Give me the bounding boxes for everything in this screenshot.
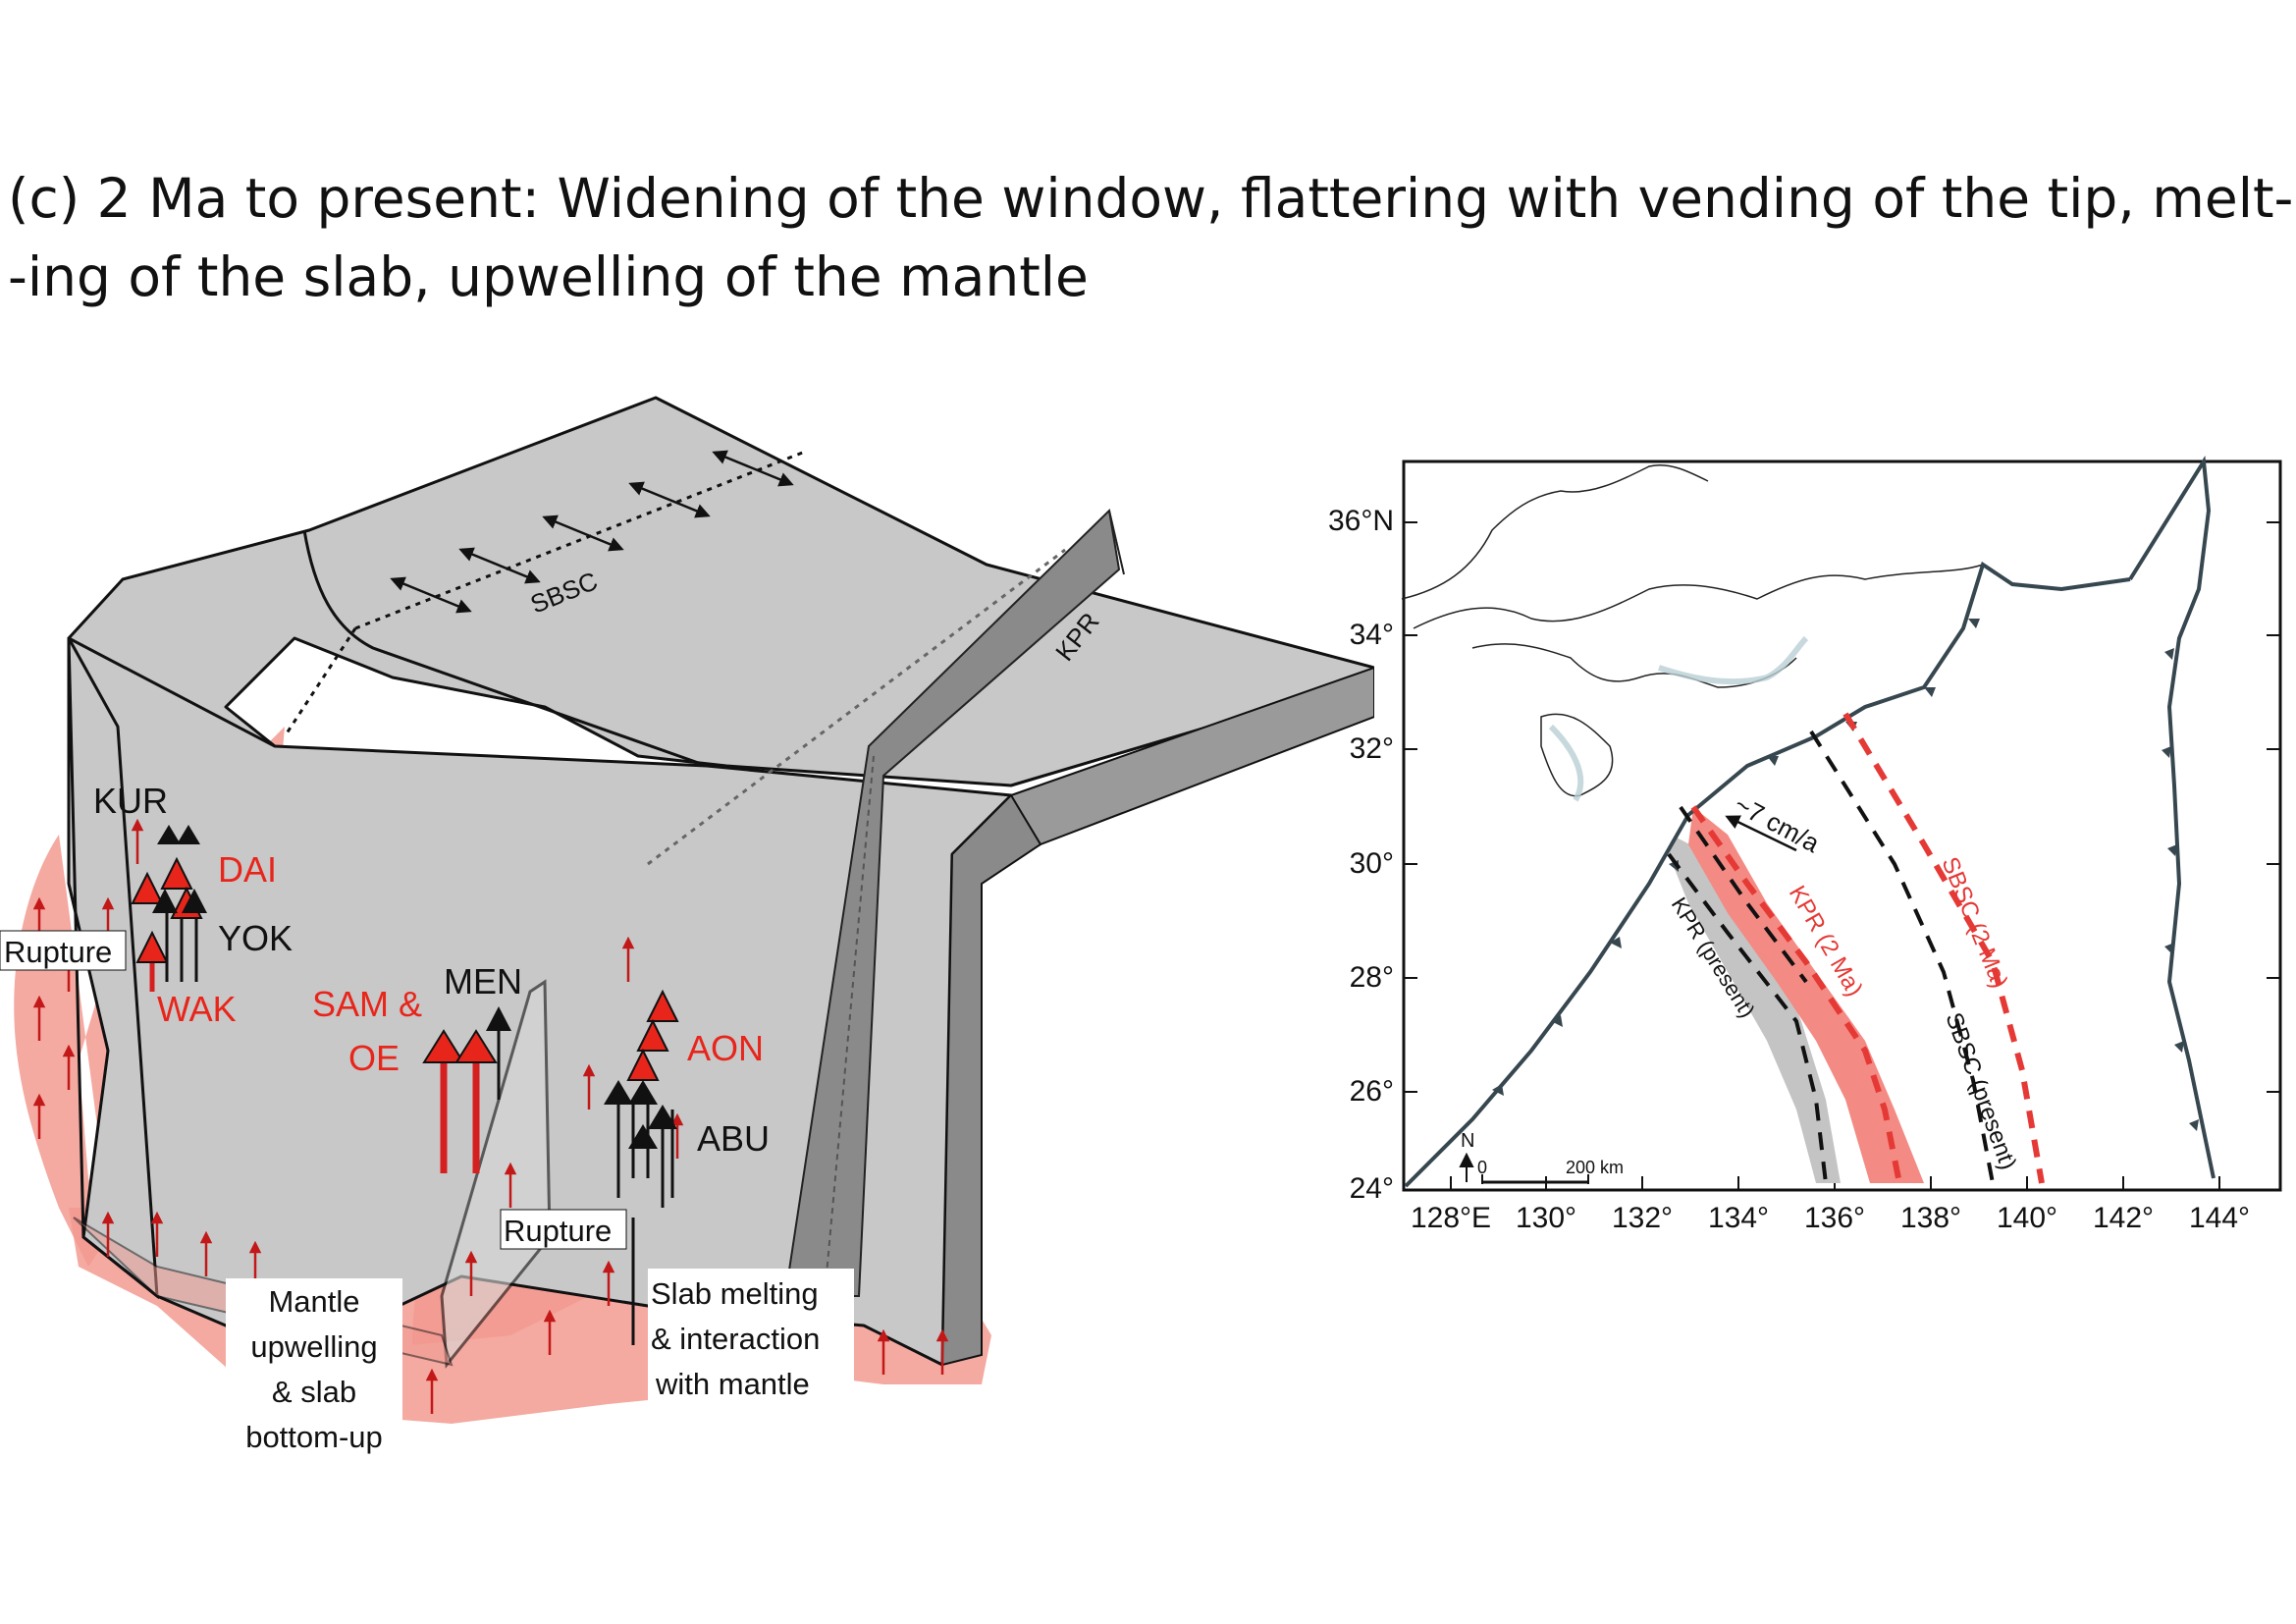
- label-men: MEN: [444, 961, 522, 1001]
- trench-teeth: [1492, 619, 2199, 1131]
- kpr-present-line: [1667, 852, 1828, 1184]
- kpr-2ma-line: [1690, 805, 1902, 1184]
- kpr-ridge-axis: [824, 755, 875, 1297]
- x-tick-136: 136°: [1804, 1202, 1865, 1234]
- label-slab-1: Slab melting: [651, 1276, 819, 1311]
- title-line-1: (c) 2 Ma to present: Widening of the win…: [8, 167, 2294, 230]
- y-tick-28: 28°: [1350, 961, 1394, 994]
- right-block-side: [940, 793, 1042, 1367]
- label-abu: ABU: [697, 1118, 770, 1159]
- label-mantle-1: Mantle: [268, 1284, 359, 1319]
- x-tick-142: 142°: [2093, 1202, 2154, 1234]
- upper-plate: [67, 396, 1374, 787]
- slab-label-box: [648, 1269, 854, 1406]
- kpr-2ma-band: [1688, 807, 1924, 1183]
- label-sam-oe-2: OE: [348, 1038, 400, 1078]
- label-rupture-left: Rupture: [4, 935, 112, 969]
- kpr-ridge-crest: [1108, 510, 1125, 575]
- x-tick-132: 132°: [1612, 1202, 1673, 1234]
- mantle-label-box: [226, 1278, 402, 1455]
- rupture-center-box: [500, 1209, 627, 1250]
- x-tick-128: 128°E: [1411, 1202, 1491, 1234]
- x-tick-130: 130°: [1516, 1202, 1576, 1234]
- japan-coastline: [1401, 463, 1984, 797]
- x-tick-140: 140°: [1997, 1202, 2057, 1234]
- north-label: N: [1461, 1130, 1474, 1152]
- kpr-present-band: [1669, 837, 1841, 1183]
- title-line-2: -ing of the slab, upwelling of the mantl…: [8, 245, 1089, 308]
- label-sam-oe-1: SAM &: [312, 984, 422, 1024]
- scale-zero: 0: [1477, 1158, 1487, 1177]
- map-panel: ~7 cm/a KPR (present) KPR (2 Ma) SBSC (p…: [1328, 455, 2282, 1234]
- y-tick-32: 32°: [1350, 732, 1394, 765]
- label-mantle-3: & slab: [272, 1375, 356, 1409]
- label-yok: YOK: [218, 918, 293, 958]
- label-slab-2: & interaction: [651, 1322, 820, 1356]
- curved-boundary: [302, 529, 708, 768]
- label-dai: DAI: [218, 849, 277, 890]
- x-tick-138: 138°: [1900, 1202, 1961, 1234]
- block-diagram: SBSC KPR KUR DAI YOK WAK SAM & OE MEN AO…: [0, 396, 1374, 1455]
- y-tick-36: 36°N: [1328, 505, 1394, 537]
- y-tick-30: 30°: [1350, 847, 1394, 880]
- dotted-line-center: [647, 548, 1066, 866]
- y-tick-34: 34°: [1350, 619, 1394, 651]
- figure-title: (c) 2 Ma to present: Widening of the win…: [8, 159, 2294, 316]
- x-tick-144: 144°: [2189, 1202, 2250, 1234]
- label-mantle-2: upwelling: [250, 1329, 377, 1364]
- label-kur: KUR: [93, 781, 168, 821]
- label-wak: WAK: [157, 989, 237, 1029]
- map-ticks: [1404, 521, 2280, 1190]
- volcanoes-red: [131, 856, 679, 1081]
- label-rupture-center: Rupture: [504, 1214, 612, 1248]
- scale-km: 200 km: [1566, 1158, 1624, 1177]
- trench-izu-bonin: [2128, 455, 2216, 1179]
- rupture-left-box: [0, 930, 127, 971]
- volcanoes-black: [152, 825, 677, 1149]
- dashed-lines: [1667, 712, 2045, 1184]
- x-tick-134: 134°: [1708, 1202, 1769, 1234]
- label-slab-3: with mantle: [655, 1367, 810, 1401]
- kpr-present-line-2: [1679, 805, 1808, 984]
- sbsc-present-line: [1809, 730, 1995, 1184]
- spreading-arrows: [390, 450, 794, 614]
- sbsc-2ma-line: [1842, 712, 2045, 1184]
- rate-arrow: [1725, 815, 1797, 852]
- y-tick-24: 24°: [1350, 1172, 1394, 1205]
- center-slab-wall: [440, 979, 552, 1369]
- y-tick-26: 26°: [1350, 1075, 1394, 1108]
- north-arrow-icon: [1459, 1152, 1474, 1182]
- label-aon: AON: [687, 1028, 764, 1068]
- coast-glow: [1548, 635, 1809, 802]
- label-mantle-4: bottom-up: [245, 1420, 383, 1454]
